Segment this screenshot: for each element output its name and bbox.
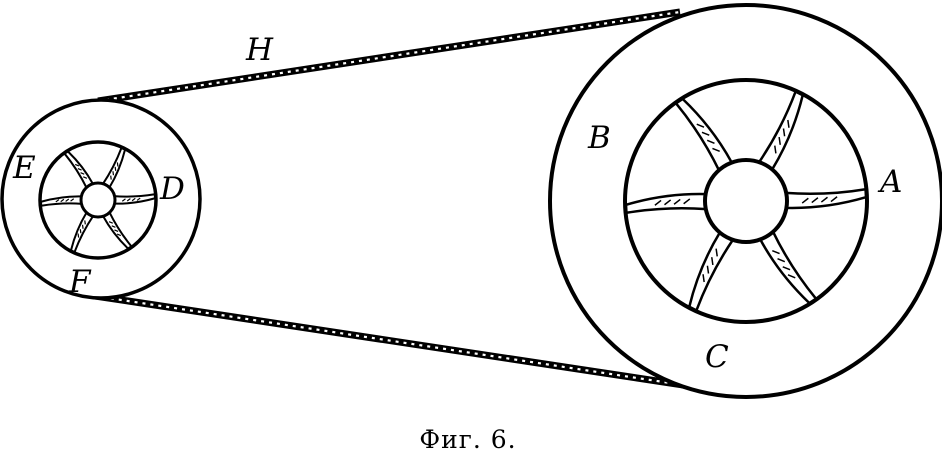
spoke-hatching (55, 198, 75, 203)
spoke-hatching (772, 249, 796, 279)
label-a: A (877, 164, 902, 200)
label-e: E (12, 150, 36, 186)
spoke-hatching (121, 197, 141, 202)
label-f: F (68, 264, 92, 300)
large-pulley (548, 3, 942, 399)
label-d: D (159, 171, 185, 207)
large-pulley-spokes (624, 89, 868, 313)
spoke-hatching (801, 196, 838, 204)
belt-lower-strand (94, 292, 691, 390)
small-pulley (0, 98, 202, 300)
spoke-hatching (774, 119, 790, 154)
spoke (69, 210, 95, 254)
spoke-hatching (108, 221, 122, 237)
spoke (758, 229, 818, 305)
figure-caption: Фиг. 6. (419, 425, 516, 454)
spoke-hatching (110, 162, 119, 180)
spoke-hatching (74, 163, 88, 179)
belt-upper-strand (97, 8, 681, 105)
label-c: C (705, 339, 729, 375)
spoke (674, 97, 734, 173)
label-b: B (587, 120, 611, 156)
spoke (687, 230, 736, 313)
label-h: H (245, 32, 274, 68)
small-pulley-spokes (39, 146, 157, 254)
small-pulley-hub (79, 181, 117, 219)
spoke (101, 146, 127, 190)
spoke (756, 89, 805, 172)
spoke-hatching (77, 220, 86, 238)
spoke-hatching (702, 248, 718, 283)
spoke (63, 150, 95, 190)
large-pulley-hub (703, 158, 789, 244)
spoke (101, 210, 133, 250)
spoke-hatching (696, 123, 720, 153)
spoke-hatching (654, 198, 691, 206)
belt (94, 8, 691, 390)
